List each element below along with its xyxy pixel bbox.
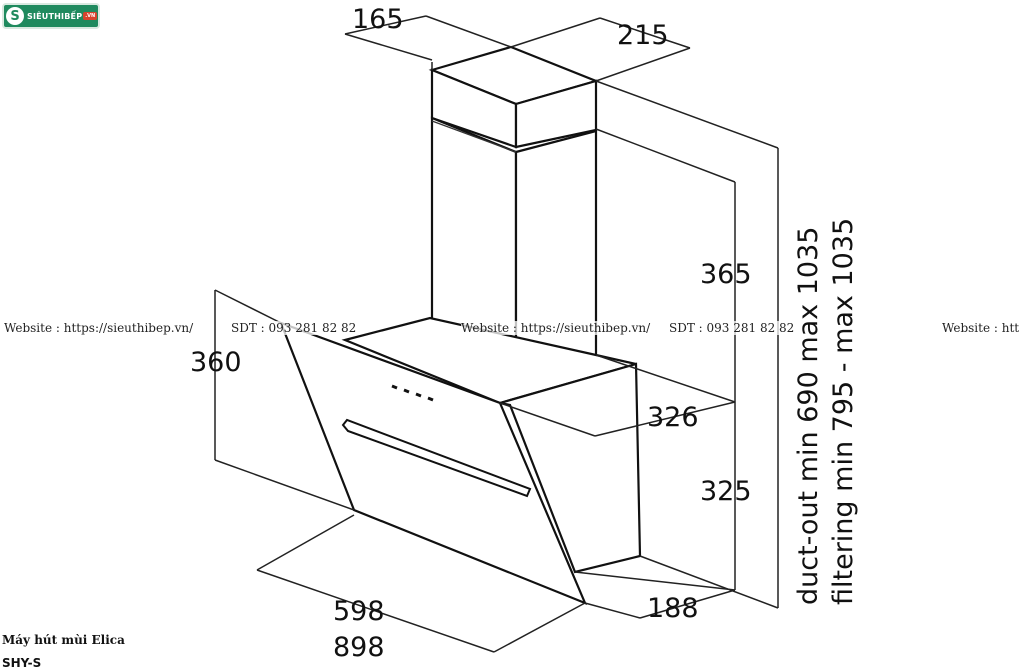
- product-model: SHY-S: [2, 656, 42, 670]
- brand-logo[interactable]: S SIÊUTHIBẾP .VN: [2, 3, 100, 29]
- logo-wordmark: SIÊUTHIBẾP: [27, 11, 83, 21]
- dim-898: 898: [333, 632, 385, 663]
- watermark-website: Website : https://sieuthibep.vn/: [4, 321, 194, 335]
- logo-tld-badge: .VN: [83, 12, 98, 20]
- logo-s-icon: S: [6, 7, 24, 25]
- dim-598: 598: [333, 596, 385, 627]
- dim-215: 215: [617, 20, 669, 51]
- dim-325: 325: [700, 476, 752, 507]
- dim-360: 360: [190, 347, 242, 378]
- body-side-face: [499, 362, 642, 574]
- dim-165: 165: [352, 4, 404, 35]
- dim-188: 188: [647, 593, 699, 624]
- product-name: Máy hút mùi Elica: [2, 633, 125, 647]
- dim-365: 365: [700, 259, 752, 290]
- watermark-website: Website : https://sieuthibep.vn/: [461, 321, 651, 335]
- control-buttons: [391, 384, 434, 402]
- watermark-website: Website : htt: [942, 321, 1020, 335]
- watermark-phone: SDT : 093 281 82 82: [669, 321, 795, 335]
- watermark-phone: SDT : 093 281 82 82: [231, 321, 357, 335]
- dim-326: 326: [647, 402, 699, 433]
- dimension-lines: [214, 15, 779, 653]
- dim-duct-out: duct-out min 690 max 1035: [793, 227, 824, 605]
- dim-filtering: filtering min 795 - max 1035: [828, 218, 859, 605]
- handle-slot: [341, 418, 532, 498]
